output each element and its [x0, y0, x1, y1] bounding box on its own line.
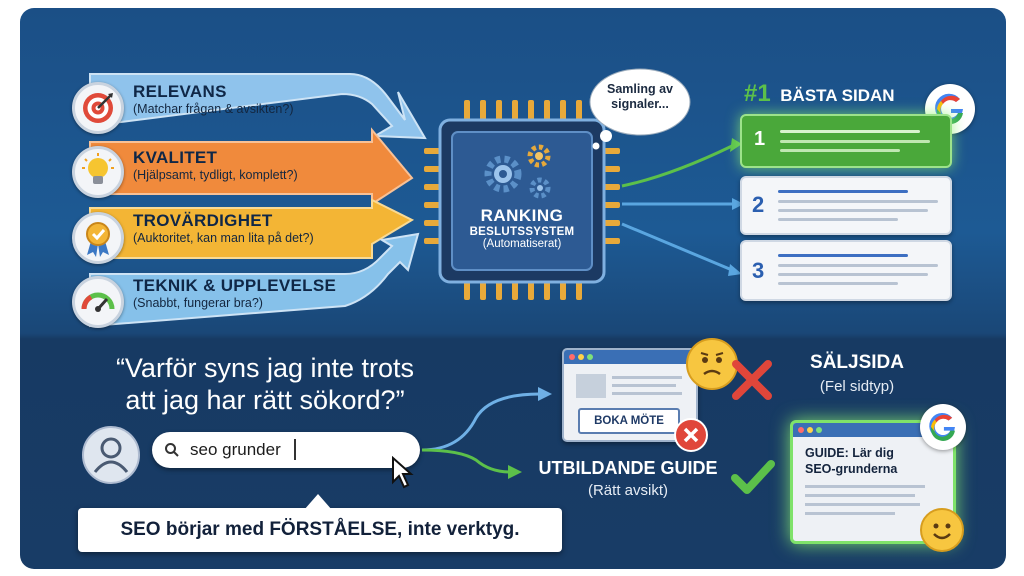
factor-title: TROVÄRDIGHET — [133, 211, 273, 230]
factor-subtitle: (Matchar frågan & avsikten?) — [133, 102, 294, 116]
speedometer-icon — [72, 276, 124, 328]
relevans-arrow — [89, 73, 427, 140]
teknik-arrow — [89, 232, 420, 328]
wrong-cross-icon — [732, 360, 772, 400]
gears-icon — [484, 144, 551, 199]
guide-card-line-1: GUIDE: Lär dig — [805, 446, 894, 460]
speech-pointer — [304, 494, 332, 510]
search-icon — [165, 443, 179, 457]
arrow-head-2 — [732, 198, 744, 210]
results-heading: #1 BÄSTA SIDAN — [744, 80, 895, 108]
user-avatar-icon — [82, 426, 140, 484]
chip-subtitle: BESLUTSSYSTEM — [469, 226, 575, 238]
question-line-2: att jag har rätt sökord?” — [125, 385, 405, 415]
sales-page-label: SÄLJSIDA (Fel sidtyp) — [792, 352, 922, 395]
correct-check-icon — [731, 460, 775, 494]
award-ribbon-icon — [72, 212, 124, 264]
bottom-message: SEO börjar med FÖRSTÅELSE, inte verktyg. — [120, 519, 520, 540]
sales-page-mockup: BOKA MÖTE — [562, 348, 698, 442]
factor-arrows — [89, 68, 744, 328]
error-badge-icon — [674, 418, 708, 452]
book-meeting-button[interactable]: BOKA MÖTE — [578, 408, 680, 434]
result-text-line — [778, 264, 938, 267]
text-cursor — [294, 439, 296, 460]
sales-page-title: SÄLJSIDA — [810, 352, 904, 373]
factor-relevans: RELEVANS (Matchar frågan & avsikten?) — [133, 82, 294, 116]
guide-card-text: GUIDE: Lär dig SEO-grunderna — [805, 445, 897, 477]
factor-title: TEKNIK & UPPLEVELSE — [133, 276, 337, 295]
result-rank: 2 — [752, 192, 765, 217]
results-heading-label: BÄSTA SIDAN — [780, 86, 895, 105]
factor-subtitle: (Snabbt, fungerar bra?) — [133, 296, 263, 310]
question-quote: “Varför syns jag inte trots att jag har … — [80, 352, 450, 416]
kvalitet-arrow — [89, 127, 414, 206]
thought-dot — [600, 130, 612, 142]
thought-bubble — [589, 68, 691, 136]
chip-core — [451, 131, 593, 271]
thought-bubble-text: Samling av signaler... — [607, 82, 673, 111]
chip-output-arrows — [621, 144, 733, 272]
chip-title: RANKING — [480, 206, 564, 225]
result-text-line — [778, 282, 898, 285]
google-logo-icon — [920, 404, 966, 450]
search-result-1: 1 — [740, 114, 952, 168]
image-placeholder — [576, 374, 606, 398]
factor-kvalitet: KVALITET (Hjälpsamt, tydligt, komplett?) — [133, 148, 298, 182]
results-heading-rank: #1 — [744, 80, 771, 107]
search-result-2: 2 — [740, 176, 952, 235]
factor-subtitle: (Auktoritet, kan man lita på det?) — [133, 231, 314, 245]
factor-subtitle: (Hjälpsamt, tydligt, komplett?) — [133, 168, 298, 182]
result-text-line — [778, 200, 938, 203]
chip-label: RANKING BESLUTSSYSTEM (Automatiserat) — [452, 206, 592, 250]
result-rank: 3 — [752, 258, 765, 283]
trovardighet-arrow — [89, 198, 415, 259]
result-text-line — [780, 140, 930, 143]
mouse-pointer-icon — [392, 456, 414, 489]
factor-trovardighet: TROVÄRDIGHET (Auktoritet, kan man lita p… — [133, 211, 314, 245]
result-text-line — [780, 149, 900, 152]
search-input[interactable]: seo grunder — [152, 432, 420, 468]
result-title-line — [778, 254, 908, 257]
result-rank: 1 — [754, 128, 766, 150]
lightbulb-icon — [72, 146, 124, 198]
factor-teknik: TEKNIK & UPPLEVELSE (Snabbt, fungerar br… — [133, 276, 336, 310]
arrow-head-3 — [728, 264, 742, 276]
infographic-panel: RELEVANS (Matchar frågan & avsikten?) KV… — [20, 8, 1006, 569]
result-text-line — [778, 273, 928, 276]
branch-arrows — [421, 387, 552, 479]
guide-subtitle: (Rätt avsikt) — [587, 482, 668, 499]
browser-bar — [564, 350, 696, 364]
result-title-line — [780, 130, 920, 133]
factor-title: KVALITET — [133, 148, 218, 167]
guide-title: UTBILDANDE GUIDE — [538, 458, 718, 478]
target-icon — [72, 82, 124, 134]
search-query: seo grunder — [190, 440, 281, 459]
result-title-line — [778, 190, 908, 193]
result-text-line — [778, 209, 928, 212]
bottom-message-box: SEO börjar med FÖRSTÅELSE, inte verktyg. — [78, 494, 562, 552]
search-result-3: 3 — [740, 240, 952, 301]
chip-note: (Automatiserat) — [482, 238, 562, 250]
thought-dot — [592, 142, 600, 150]
question-line-1: “Varför syns jag inte trots — [115, 353, 415, 383]
arrow-head-1 — [730, 138, 742, 152]
sales-page-subtitle: (Fel sidtyp) — [819, 378, 895, 395]
result-text-line — [778, 218, 898, 221]
factor-title: RELEVANS — [133, 82, 227, 101]
smiley-face-icon — [920, 508, 964, 552]
guide-card-line-2: SEO-grunderna — [805, 462, 898, 476]
browser-bar — [793, 423, 953, 437]
guide-label: UTBILDANDE GUIDE (Rätt avsikt) — [518, 458, 738, 499]
